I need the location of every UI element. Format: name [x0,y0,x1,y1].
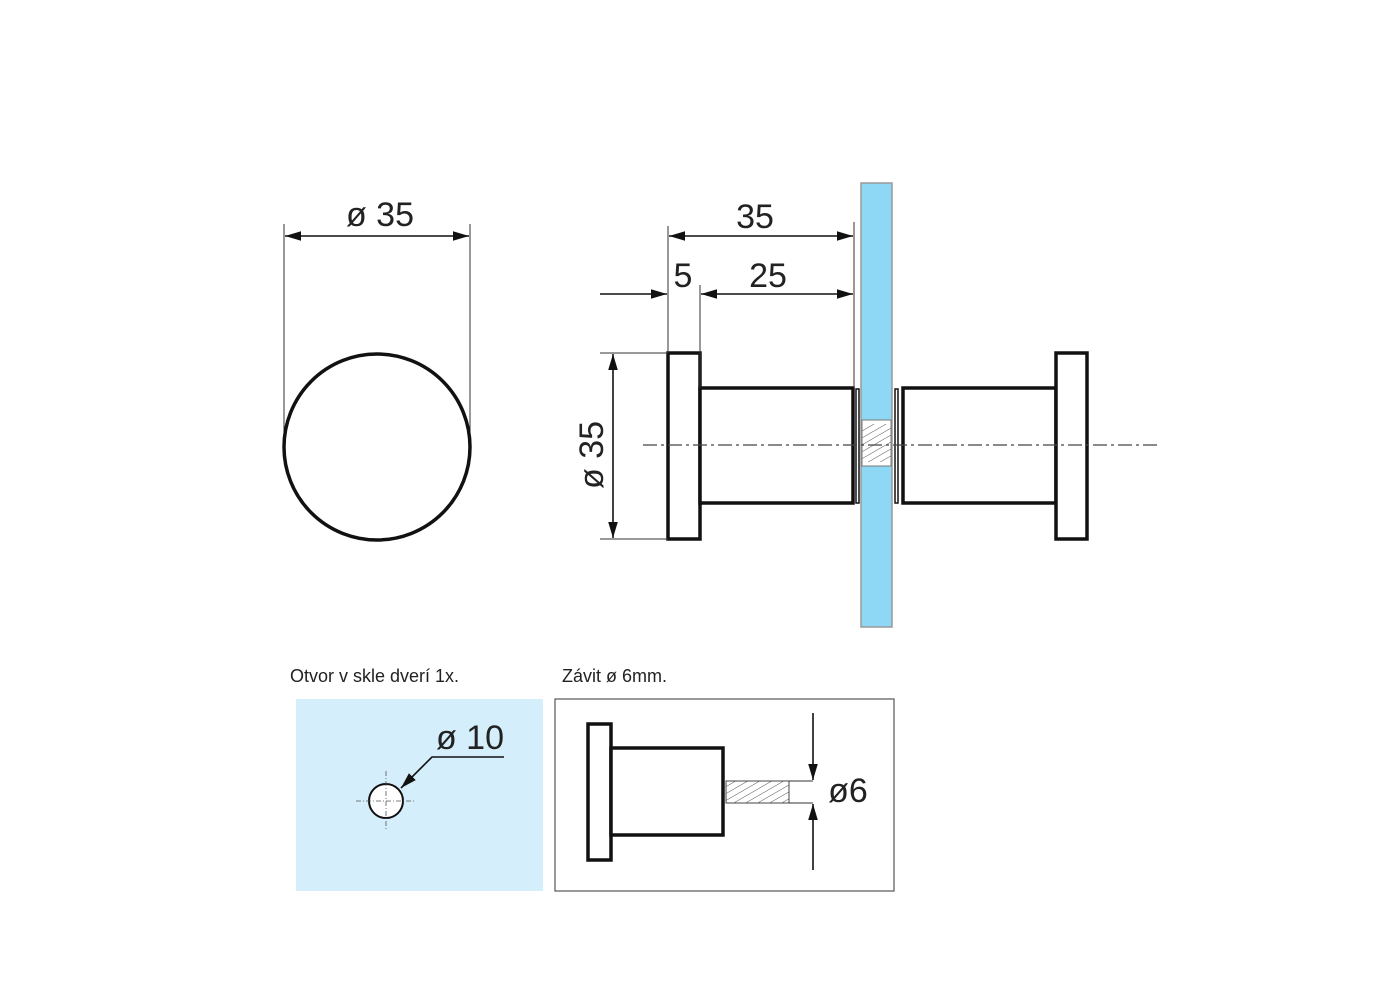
thread-detail-title: Závit ø 6mm. [562,666,667,686]
right-flange [1054,351,1089,541]
flange-thickness-label: 5 [674,257,693,295]
left-washer [855,388,860,504]
front-diameter-label: ø 35 [346,196,414,234]
right-washer [894,388,899,504]
side-diameter-label: ø 35 [573,421,611,489]
thread-detail: Závit ø 6mm. ø6 [554,666,895,892]
glass-panel [860,182,893,628]
left-flange [666,351,702,541]
threaded-stud [725,780,790,804]
hole-detail: Otvor v skle dverí 1x. ø 10 [290,666,543,891]
half-flange [586,722,613,862]
knob-face-circle [282,352,472,542]
length-label: 35 [736,198,774,236]
thread-diameter-label: ø6 [828,772,868,810]
leader-line [400,756,504,789]
body-length-label: 25 [749,257,787,295]
half-body [609,746,725,837]
thread-hatch [862,424,891,462]
hole-diameter-label: ø 10 [436,719,504,757]
glass-sample [296,699,543,891]
side-view: 35 25 5 ø 35 [573,182,1160,628]
front-view: ø 35 [282,196,472,542]
hole-detail-title: Otvor v skle dverí 1x. [290,666,459,686]
